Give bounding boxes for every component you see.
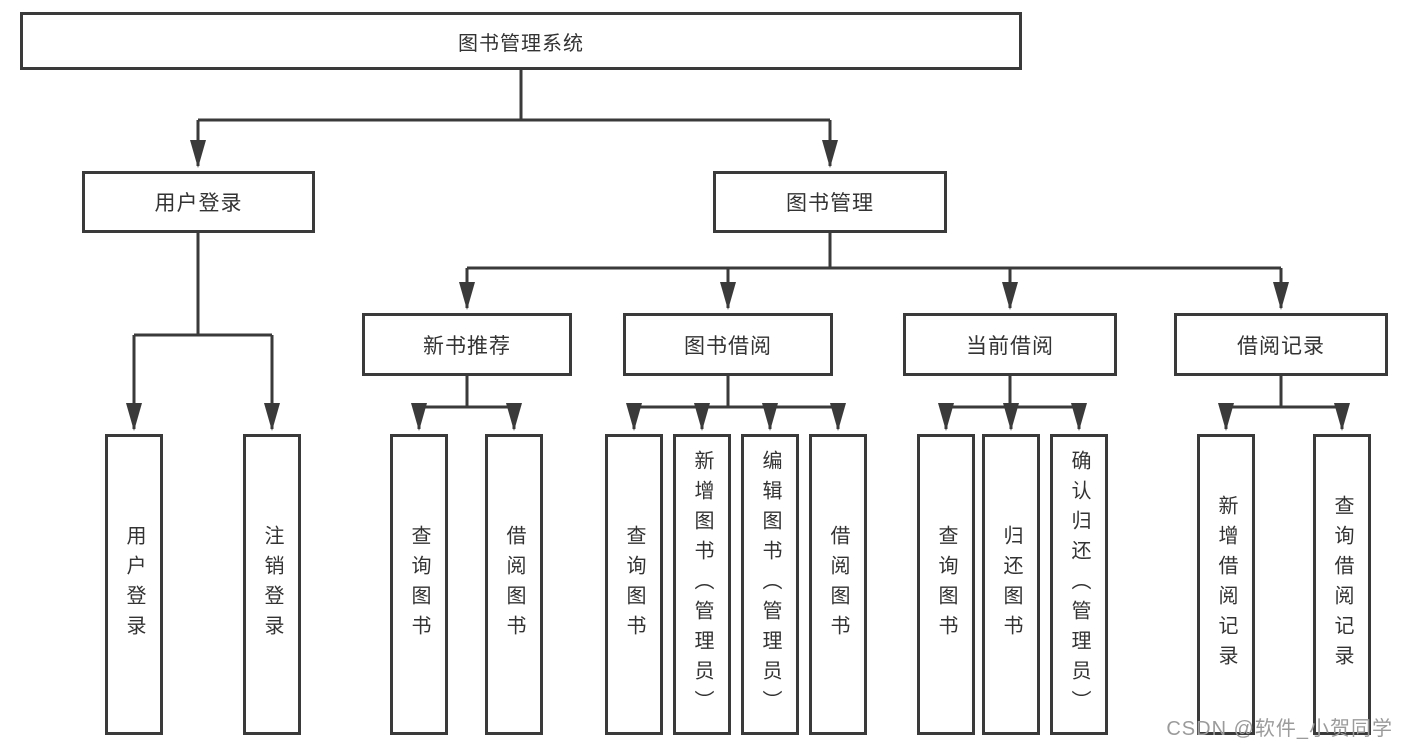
leaf-label: 确认归还（管理员）: [1068, 449, 1090, 720]
leaf-label: 查询图书: [408, 524, 430, 645]
csdn-watermark: CSDN @软件_小贺同学: [1166, 718, 1393, 740]
leaf-label: 用户登录: [123, 524, 145, 645]
node-library-management-system: 图书管理系统: [20, 12, 1022, 70]
leaf-label: 归还图书: [1000, 524, 1022, 645]
leaf-return-books: 归还图书: [982, 434, 1040, 735]
leaf-edit-book-admin: 编辑图书（管理员）: [741, 434, 799, 735]
node-label: 新书推荐: [423, 334, 511, 358]
leaf-label: 借阅图书: [827, 524, 849, 645]
leaf-label: 编辑图书（管理员）: [759, 449, 781, 720]
leaf-query-books-recommend: 查询图书: [390, 434, 448, 735]
leaf-label: 新增借阅记录: [1215, 494, 1237, 675]
leaf-label: 新增图书（管理员）: [691, 449, 713, 720]
node-label: 用户登录: [154, 192, 243, 215]
leaf-query-borrow-record: 查询借阅记录: [1313, 434, 1371, 735]
leaf-add-book-admin: 新增图书（管理员）: [673, 434, 731, 735]
leaf-label: 查询图书: [935, 524, 957, 645]
node-current-borrowing: 当前借阅: [903, 313, 1117, 376]
node-label: 图书管理系统: [458, 32, 584, 55]
leaf-add-borrow-record: 新增借阅记录: [1197, 434, 1255, 735]
leaf-logout-login: 注销登录: [243, 434, 301, 735]
leaf-query-books-borrowing: 查询图书: [605, 434, 663, 735]
node-new-book-recommend: 新书推荐: [362, 313, 572, 376]
node-label: 图书管理: [786, 192, 874, 215]
node-label: 当前借阅: [966, 334, 1054, 358]
node-book-management: 图书管理: [713, 171, 947, 233]
node-user-login: 用户登录: [82, 171, 315, 233]
leaf-query-books-current: 查询图书: [917, 434, 975, 735]
node-book-borrowing: 图书借阅: [623, 313, 833, 376]
leaf-confirm-return-admin: 确认归还（管理员）: [1050, 434, 1108, 735]
node-borrowing-records: 借阅记录: [1174, 313, 1388, 376]
leaf-label: 借阅图书: [503, 524, 525, 645]
leaf-label: 查询图书: [623, 524, 645, 645]
leaf-label: 查询借阅记录: [1331, 494, 1353, 675]
leaf-borrow-books-recommend: 借阅图书: [485, 434, 543, 735]
leaf-borrow-books-borrowing: 借阅图书: [809, 434, 867, 735]
node-label: 图书借阅: [684, 334, 772, 358]
leaf-user-login: 用户登录: [105, 434, 163, 735]
node-label: 借阅记录: [1237, 334, 1325, 358]
leaf-label: 注销登录: [261, 524, 283, 645]
